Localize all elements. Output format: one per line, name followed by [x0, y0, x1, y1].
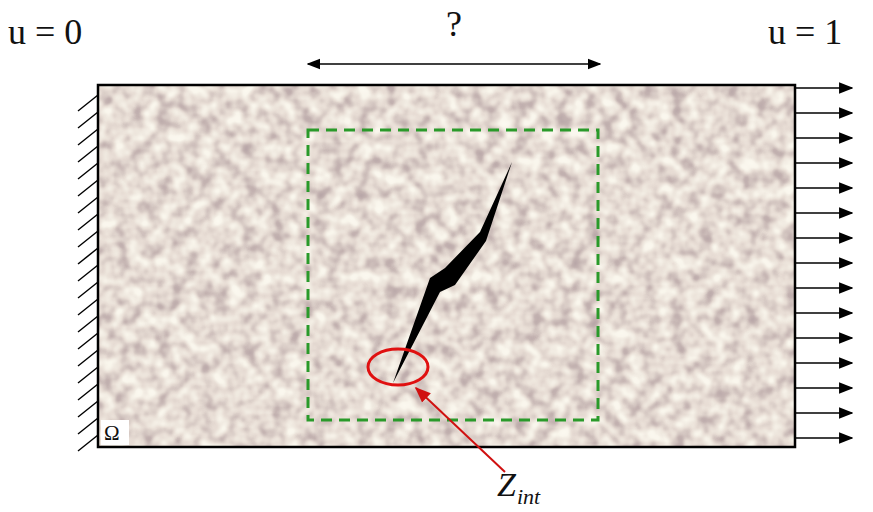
hatch-stroke: [78, 435, 98, 451]
domain-border: [98, 85, 795, 447]
load-arrow: [795, 187, 852, 189]
load-arrow: [795, 212, 852, 214]
domain-symbol: Ω: [104, 423, 120, 444]
hatch-stroke: [78, 384, 98, 400]
hatch-stroke: [78, 401, 98, 417]
load-arrow: [795, 87, 852, 89]
load-arrow: [795, 262, 852, 264]
boundary-condition: u = 1: [768, 14, 842, 50]
hatch-stroke: [78, 214, 98, 230]
hatch-stroke: [78, 248, 98, 264]
hatch-stroke: [78, 112, 98, 128]
hatch-stroke: [78, 95, 98, 111]
load-arrow: [795, 112, 852, 114]
load-arrow: [795, 337, 852, 339]
hatch-stroke: [78, 180, 98, 196]
load-arrow: [795, 412, 852, 414]
load-arrow: [795, 312, 852, 314]
hatch-stroke: [78, 282, 98, 298]
fixed-support: [78, 95, 98, 451]
hatch-stroke: [78, 231, 98, 247]
hatch-stroke: [78, 418, 98, 434]
hatch-stroke: [78, 163, 98, 179]
unknown-size: ?: [446, 6, 462, 42]
hatch-stroke: [78, 299, 98, 315]
dimension-arrow: [308, 63, 600, 65]
hatch-stroke: [78, 146, 98, 162]
load-arrow: [795, 437, 852, 439]
hatch-stroke: [78, 265, 98, 281]
leader-line: [416, 388, 505, 472]
hatch-stroke: [78, 129, 98, 145]
load-arrow: [795, 387, 852, 389]
hatch-stroke: [78, 367, 98, 383]
load-arrow: [795, 287, 852, 289]
hatch-stroke: [78, 316, 98, 332]
boundary-condition: u = 0: [8, 14, 82, 50]
hatch-stroke: [78, 197, 98, 213]
load-arrows: [795, 88, 852, 438]
load-arrow: [795, 137, 852, 139]
load-arrow: [795, 162, 852, 164]
hatch-stroke: [78, 350, 98, 366]
zone-symbol: Z: [497, 468, 516, 502]
hatch-stroke: [78, 333, 98, 349]
load-arrow: [795, 237, 852, 239]
material-texture: [98, 85, 795, 447]
zone-subscript: int: [517, 486, 540, 508]
label-patch: [101, 420, 129, 445]
load-arrow: [795, 362, 852, 364]
sub-domain-box: [308, 130, 598, 420]
interaction-zone: [368, 349, 428, 385]
